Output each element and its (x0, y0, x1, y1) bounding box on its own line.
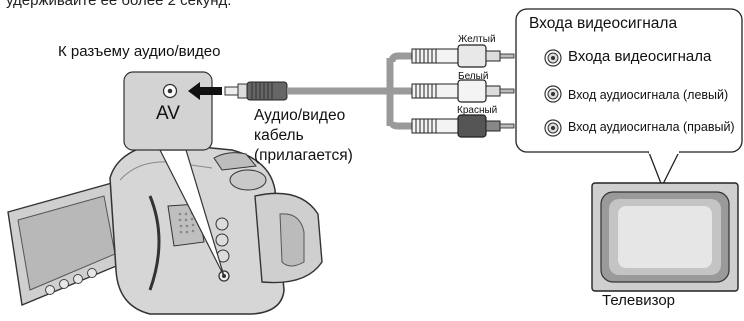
cable-label: Аудио/видео кабель (прилагается) (254, 107, 353, 164)
tv-label: Телевизор (602, 292, 676, 309)
rca-plug-yellow (411, 44, 515, 68)
rca-plug-red (411, 114, 515, 138)
header-cut-text: удерживайте ее более 2 секунд. (6, 0, 232, 9)
plug-red-label: Красный (457, 105, 498, 116)
tv-icon (591, 182, 739, 292)
audio-left-input-label: Вход аудиосигнала (левый) (568, 88, 729, 102)
audio-left-input-jack-icon (544, 85, 562, 103)
plug-white-label: Белый (458, 71, 489, 82)
video-input-label: Входа видеосигнала (568, 48, 712, 65)
plug-yellow-label: Желтый (458, 34, 496, 45)
tv-panel-title: Входа видеосигнала (529, 15, 678, 32)
camcorder (7, 142, 323, 315)
av-mini-plug (224, 81, 288, 101)
av-cable (287, 52, 412, 130)
panel-callout (647, 149, 682, 188)
av-port-title: К разъему аудио/видео (58, 43, 221, 60)
video-input-jack-icon (544, 49, 562, 67)
tv-input-panel (515, 8, 743, 153)
audio-right-input-jack-icon (544, 119, 562, 137)
insert-arrow-icon (188, 82, 222, 100)
rca-plug-white (411, 79, 515, 103)
audio-right-input-label: Вход аудиосигнала (правый) (568, 120, 735, 134)
av-port-label: AV (156, 103, 180, 124)
